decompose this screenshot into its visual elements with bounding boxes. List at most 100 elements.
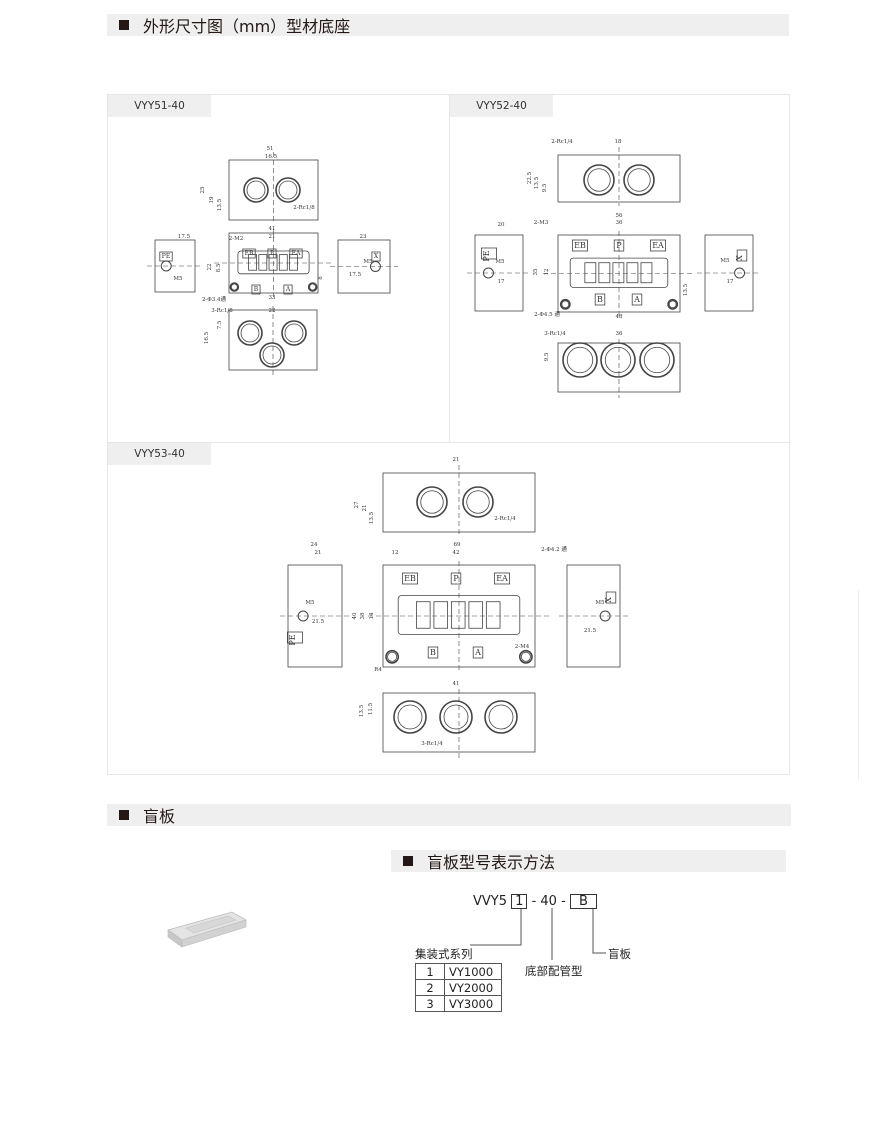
blank-plate-image <box>185 915 237 934</box>
dimension-label: 17.5 <box>349 272 362 278</box>
port-label-box <box>605 591 617 604</box>
dimension-label: 21.5 <box>584 628 597 634</box>
dimension-label: 35 <box>533 268 539 275</box>
manifold-slot <box>248 254 257 271</box>
section-header-dimensions: 外形尺寸图（mm）型材底座 <box>107 14 789 36</box>
square-bullet-icon <box>119 810 129 820</box>
port-label-a: A <box>633 295 640 304</box>
dimension-label: 7.5 <box>217 320 223 329</box>
model-cell: VY3000 <box>444 995 502 1012</box>
dimension-label: 33 <box>269 295 276 301</box>
dimension-label: 14 <box>369 612 375 619</box>
port-circle <box>230 283 238 291</box>
dimension-label: 41 <box>453 681 460 687</box>
dimension-label: 11.5 <box>368 702 374 715</box>
port-label-p: P <box>453 574 459 583</box>
dimension-label: M5 <box>495 259 505 265</box>
port-circle <box>281 320 307 346</box>
port-circle <box>518 649 533 664</box>
port-label-box <box>267 248 277 259</box>
model-code: VVY5 1 - 40 - B <box>473 894 597 909</box>
port-circle <box>443 704 469 730</box>
port-label-a: A <box>474 648 481 657</box>
dimension-label: M5 <box>720 258 730 264</box>
port-label-box <box>493 572 510 585</box>
dimension-label: 36 <box>616 220 623 226</box>
section-title: 盲板 <box>143 807 176 826</box>
port-label-box <box>251 284 261 295</box>
square-bullet-icon <box>119 20 129 30</box>
port-label-b: B <box>597 295 603 304</box>
port-circle <box>275 177 301 203</box>
port-label-pe: PE <box>482 250 491 261</box>
manifold-slot <box>584 262 597 284</box>
port-label-b: B <box>254 286 259 293</box>
leader-line <box>470 908 522 946</box>
dimension-drawings-panel <box>107 94 790 775</box>
manifold-slot <box>485 601 501 629</box>
section-title: 盲板型号表示方法 <box>427 853 556 872</box>
dimension-label: 2-Rc1/4 <box>551 139 573 145</box>
port-label-box <box>572 239 589 252</box>
dimension-label: 2-M3 <box>534 220 549 226</box>
dimension-label: 19 <box>209 196 215 203</box>
port-label-box <box>736 249 748 262</box>
series-label: 集装式系列 <box>415 947 473 961</box>
dimension-label: 17 <box>498 279 505 285</box>
port-label-eb: EB <box>245 250 254 257</box>
port-circle <box>397 704 423 730</box>
port-label-x: X <box>374 253 379 260</box>
port-circle <box>240 323 260 343</box>
port-label-box <box>480 247 497 260</box>
port-label-box <box>613 239 625 252</box>
dimension-label: M5 <box>363 259 373 265</box>
port-circle <box>562 342 598 378</box>
dimension-label: 13.5 <box>217 198 223 211</box>
port-label-box <box>450 572 462 585</box>
port-circle <box>559 298 571 310</box>
model-prefix: VVY5 <box>473 894 507 909</box>
blank-label: 盲板 <box>608 947 631 961</box>
dimension-label: 24 <box>311 542 318 548</box>
port-label-pe: PE <box>162 253 170 260</box>
port-label-x: X <box>735 255 744 261</box>
dimension-label: 3-Rc1/4 <box>544 331 566 337</box>
dimension-label: 17.5 <box>178 234 191 240</box>
series-code-box: 1 <box>511 894 528 909</box>
dimension-label: 51 <box>267 146 274 152</box>
manifold-slot <box>433 601 449 629</box>
port-label-box <box>401 572 418 585</box>
port-circle <box>639 342 675 378</box>
port-circle <box>520 651 531 662</box>
port-circle <box>439 700 473 734</box>
port-circle <box>307 282 318 292</box>
edge-line <box>858 590 859 780</box>
port-circle <box>259 342 285 368</box>
dimension-label: 12 <box>544 269 550 276</box>
dimension-label: 21.5 <box>312 619 325 625</box>
port-circle <box>262 345 282 365</box>
separator: - <box>561 894 566 909</box>
dimension-label: 23 <box>360 234 367 240</box>
port-circle <box>387 651 398 662</box>
port-circle <box>604 346 632 374</box>
port-label-p: P <box>616 241 622 250</box>
dimension-label: 13.5 <box>359 704 365 717</box>
manifold-slot <box>468 601 483 629</box>
port-circle <box>462 486 494 518</box>
panel-divider <box>107 442 790 443</box>
dimension-label: 8 <box>318 276 324 280</box>
port-circle <box>643 346 671 374</box>
blank-plate-image <box>181 919 247 948</box>
dimension-label: 48 <box>616 314 623 320</box>
port-label-box <box>371 251 381 262</box>
port-label-box <box>472 646 484 659</box>
dimension-label: 2-Φ4.5 通 <box>534 310 560 318</box>
port-circle <box>243 177 269 203</box>
dimension-label: 2-M4 <box>515 644 530 650</box>
port-label-b: B <box>430 648 436 657</box>
model-tab-vyy53: VYY53-40 <box>108 443 211 465</box>
